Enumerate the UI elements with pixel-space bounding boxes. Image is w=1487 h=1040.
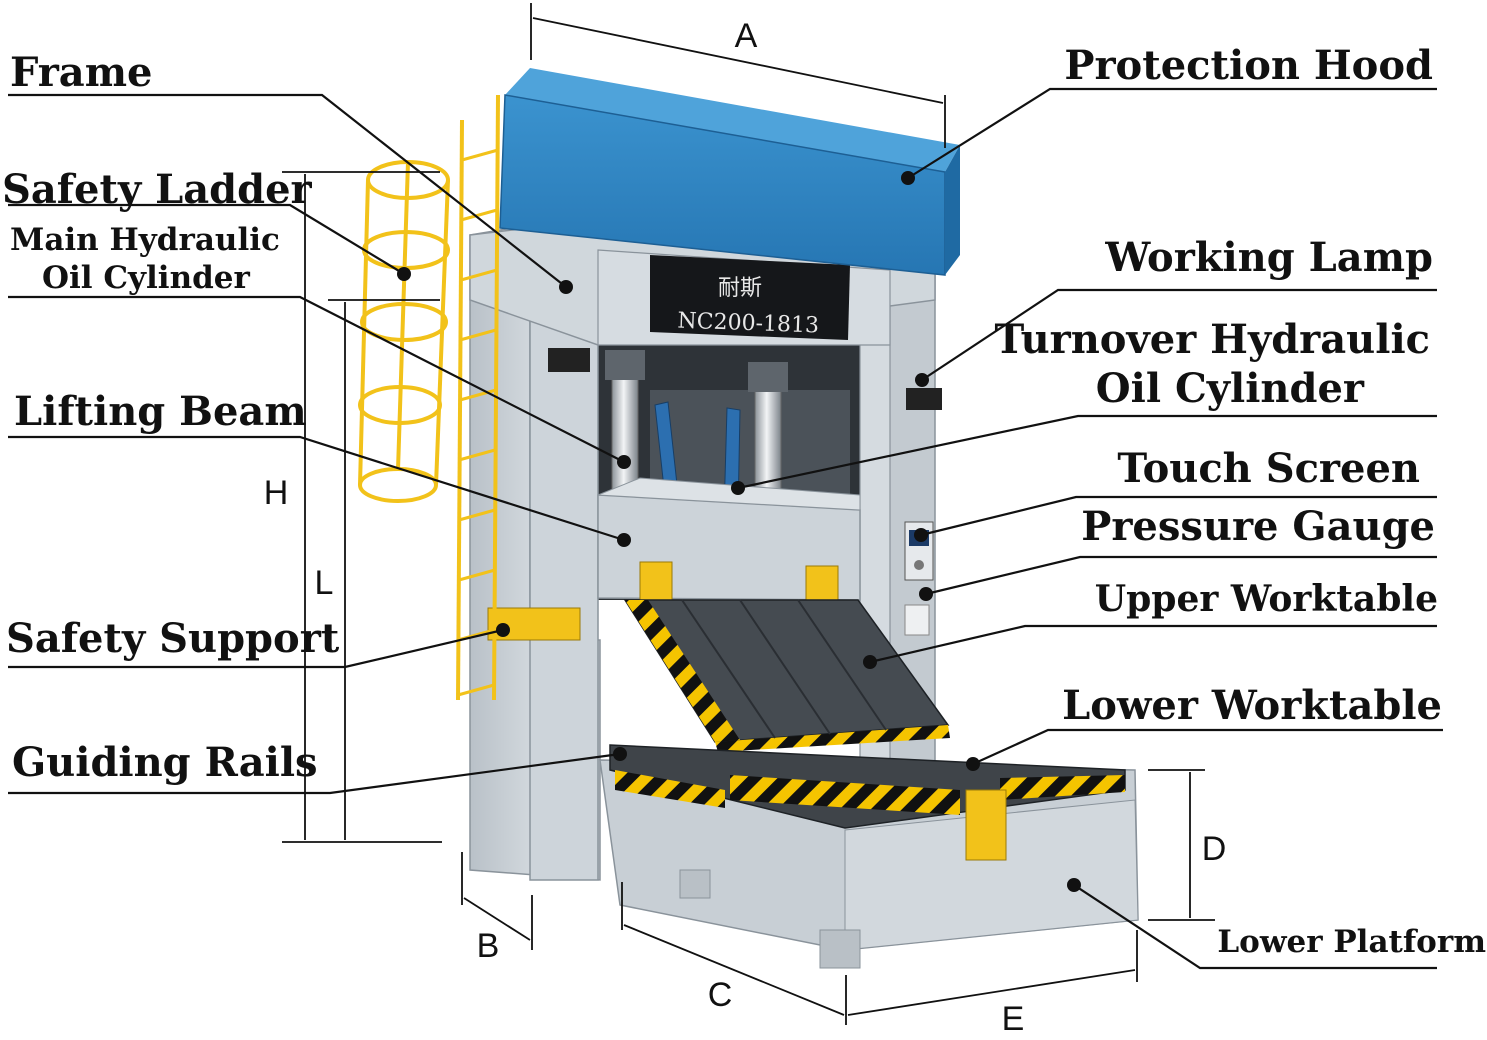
label-frame: Frame xyxy=(10,49,152,96)
upper-slot-1 xyxy=(681,599,776,739)
lifting-beam-top xyxy=(597,477,861,511)
dim-b: B xyxy=(477,927,500,965)
label-lower-platform: Lower Platform xyxy=(1217,924,1486,960)
label-working-lamp: Working Lamp xyxy=(1104,234,1433,281)
label-pressure-gauge: Pressure Gauge xyxy=(1081,503,1435,550)
lower-hazard-2 xyxy=(730,775,960,815)
label-safety-support: Safety Support xyxy=(6,615,340,662)
panel-box xyxy=(904,604,930,636)
dim-l: L xyxy=(315,564,334,602)
dim-h: H xyxy=(264,474,289,512)
label-lifting-beam: Lifting Beam xyxy=(14,388,307,435)
platform-foot-2 xyxy=(679,869,711,899)
leader-dots xyxy=(397,171,1081,892)
dimension-lines xyxy=(282,3,1215,1025)
main-cylinder-left xyxy=(611,359,639,496)
label-turnover-2: Oil Cylinder xyxy=(1096,365,1365,412)
label-turnover-1: Turnover Hydraulic xyxy=(994,316,1430,363)
leader-lines xyxy=(8,87,1443,970)
platform-foot xyxy=(819,929,861,969)
main-cylinder-head-right xyxy=(748,362,788,392)
dim-d: D xyxy=(1202,830,1227,868)
dim-c: C xyxy=(708,976,733,1014)
lower-hazard-3 xyxy=(1000,775,1125,800)
label-main-cylinder-2: Oil Cylinder xyxy=(42,260,251,296)
pressure-gauge-icon xyxy=(914,560,924,570)
upper-worktable-hazard-bottom xyxy=(715,725,950,752)
label-main-cylinder-1: Main Hydraulic xyxy=(10,222,280,258)
protection-hood-top xyxy=(505,68,960,172)
label-upper-worktable: Upper Worktable xyxy=(1095,578,1438,620)
label-guiding-rails: Guiding Rails xyxy=(12,739,318,786)
beam-bracket-left xyxy=(639,561,673,603)
dim-e: E xyxy=(1002,1000,1025,1035)
dim-a: A xyxy=(735,17,758,55)
work-lamp-left-icon xyxy=(548,348,590,372)
ladder-rungs xyxy=(457,148,499,697)
label-touch-screen: Touch Screen xyxy=(1117,445,1420,492)
label-lower-worktable: Lower Worktable xyxy=(1062,682,1442,729)
upper-worktable-hazard-left xyxy=(625,600,740,742)
lower-hazard-1 xyxy=(615,770,725,808)
lower-bracket xyxy=(965,789,1007,861)
protection-hood-side xyxy=(945,145,960,275)
lower-platform-front xyxy=(844,799,1139,951)
upper-slot-2 xyxy=(739,599,831,735)
nameplate-model: NC200-1813 xyxy=(677,309,819,339)
label-safety-ladder: Safety Ladder xyxy=(2,166,313,213)
label-protection-hood: Protection Hood xyxy=(1064,42,1433,89)
main-cylinder-head-left xyxy=(605,350,645,380)
work-lamp-right-icon xyxy=(906,388,942,410)
nameplate xyxy=(650,255,850,340)
nameplate-brand: 耐斯 xyxy=(718,276,762,301)
safety-ladder xyxy=(358,94,500,701)
upper-slot-3 xyxy=(797,599,887,731)
press-machine: 耐斯 NC200-1813 xyxy=(358,68,1139,969)
